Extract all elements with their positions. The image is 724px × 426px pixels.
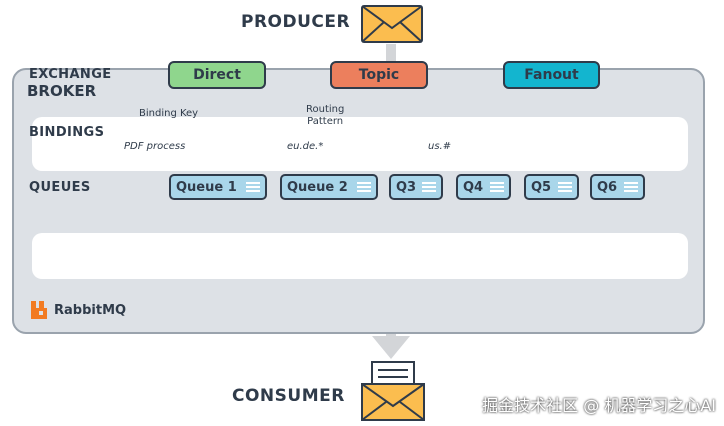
consumer-label: CONSUMER (232, 386, 345, 406)
routing-pattern-value-eu: eu.de.* (287, 141, 324, 152)
rabbitmq-logo-icon (31, 301, 47, 319)
exchange-row-label: EXCHANGE (29, 67, 112, 82)
queue-4: Q4 (456, 174, 511, 200)
queue-list-icon (490, 182, 504, 192)
queue-2-label: Queue 2 (287, 179, 348, 195)
queue-2: Queue 2 (280, 174, 378, 200)
exchange-fanout: Fanout (503, 61, 600, 89)
binding-key-label: Binding Key (139, 108, 199, 119)
queue-list-icon (558, 182, 572, 192)
binding-key-value: PDF process (124, 141, 186, 152)
bindings-row-label: BINDINGS (29, 125, 105, 140)
queues-band (32, 233, 688, 279)
queue-6-label: Q6 (597, 179, 618, 195)
queue-list-icon (246, 182, 260, 192)
exchange-band (32, 117, 688, 171)
routing-pattern-value-us: us.# (428, 141, 452, 152)
queues-row-label: QUEUES (29, 180, 91, 195)
queue-3: Q3 (389, 174, 443, 200)
exchange-topic: Topic (330, 61, 428, 89)
exchange-direct: Direct (168, 61, 266, 89)
queue-1: Queue 1 (169, 174, 267, 200)
rabbitmq-logo-text: RabbitMQ (54, 302, 127, 318)
queue-3-label: Q3 (396, 179, 417, 195)
queue-list-icon (624, 182, 638, 192)
broker-panel: BROKER RabbitMQ (12, 68, 705, 334)
queue-1-label: Queue 1 (176, 179, 237, 195)
queue-4-label: Q4 (463, 179, 484, 195)
rabbitmq-logo: RabbitMQ (28, 299, 126, 321)
queue-list-icon (357, 182, 371, 192)
routing-pattern-label: Routing Pattern (306, 104, 345, 127)
queue-6: Q6 (590, 174, 645, 200)
watermark-text: 掘金技术社区 @ 机器学习之心AI (482, 396, 716, 415)
broker-title: BROKER (27, 82, 97, 100)
queue-5: Q5 (524, 174, 579, 200)
producer-label: PRODUCER (241, 12, 351, 32)
queue-list-icon (422, 182, 436, 192)
queue-5-label: Q5 (531, 179, 552, 195)
producer-envelope-icon (361, 5, 423, 43)
consumer-envelope-icon (361, 361, 425, 421)
